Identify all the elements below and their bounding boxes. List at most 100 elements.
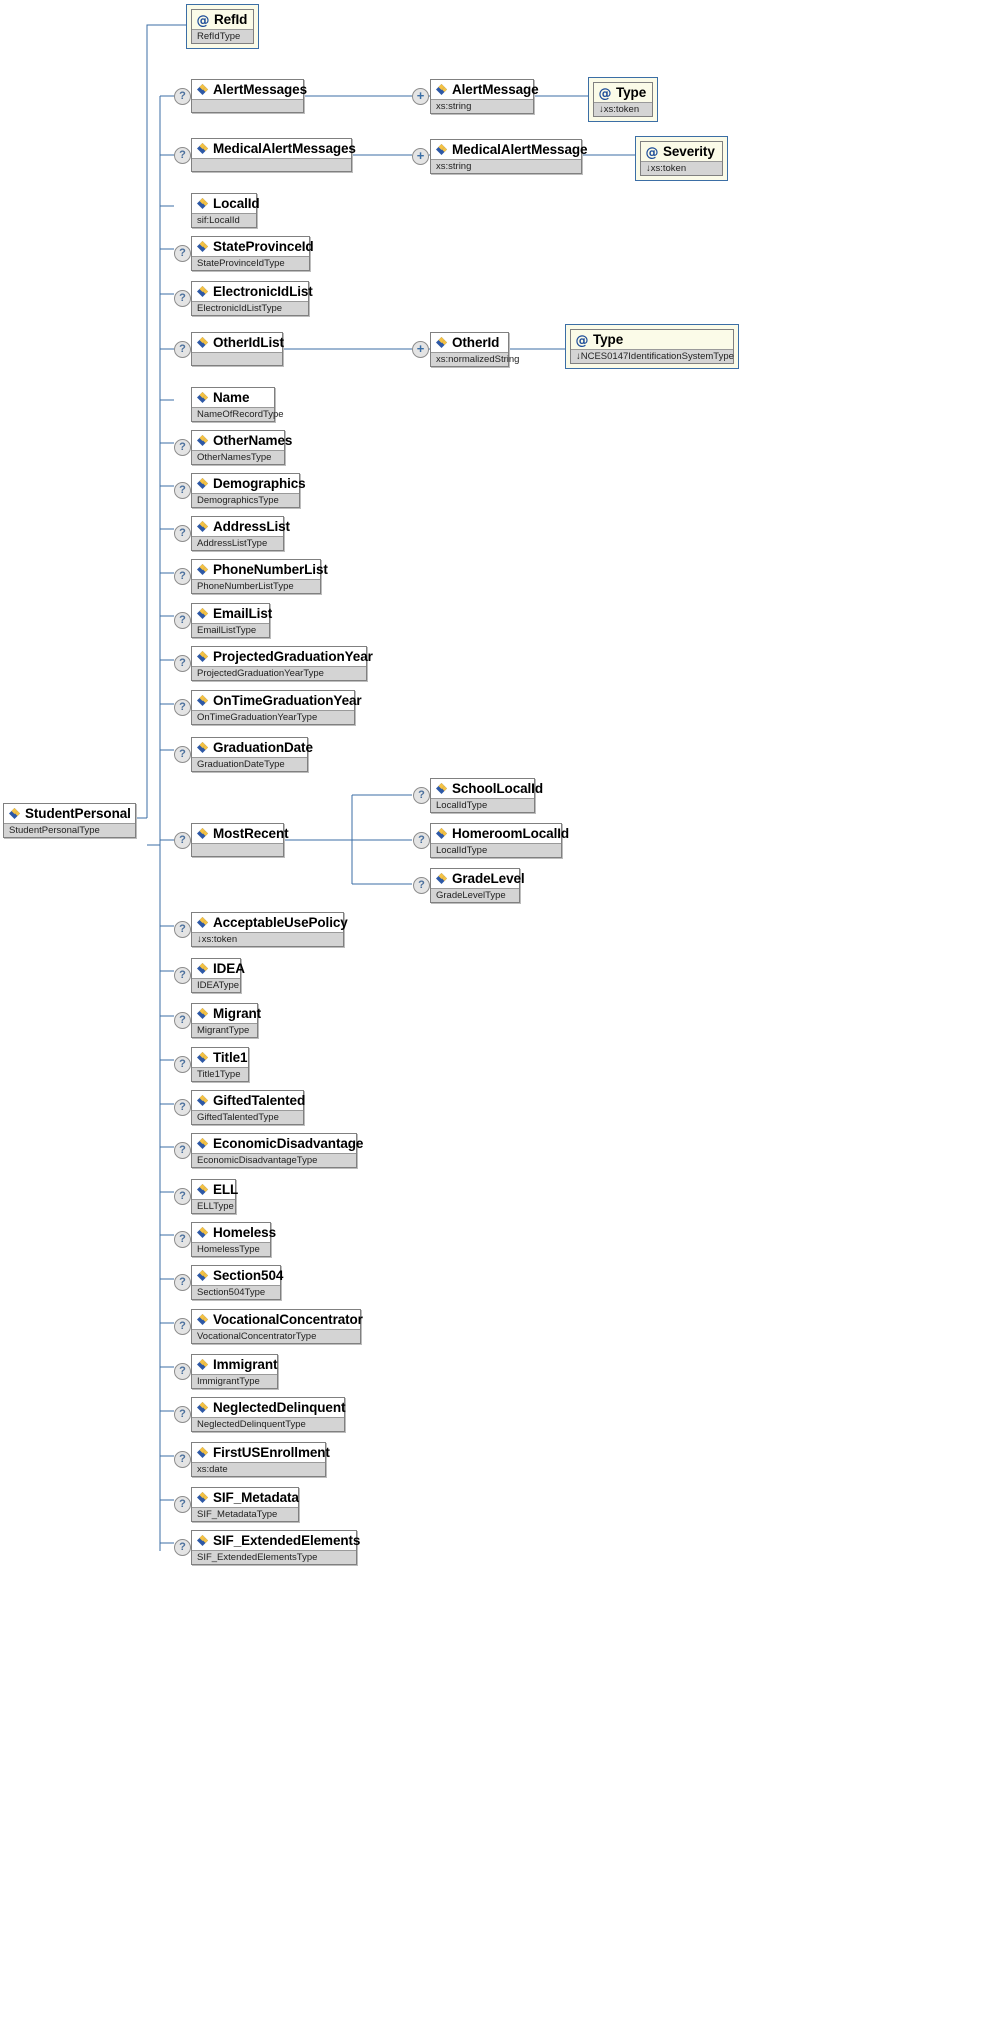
- node-name-alerttype: Type: [616, 85, 647, 100]
- optional-question-icon-sifmeta[interactable]: ?: [174, 1496, 191, 1513]
- optional-question-icon-homeroom[interactable]: ?: [413, 832, 430, 849]
- optional-question-icon-homeless[interactable]: ?: [174, 1231, 191, 1248]
- optional-question-icon-section504[interactable]: ?: [174, 1274, 191, 1291]
- optional-question-icon-neglected[interactable]: ?: [174, 1406, 191, 1423]
- node-name-severity: Severity: [663, 144, 715, 159]
- optional-question-icon-phonelist[interactable]: ?: [174, 568, 191, 585]
- schema-node-otheridlist[interactable]: OtherIdList: [191, 332, 284, 366]
- optional-question-icon-stateprov[interactable]: ?: [174, 245, 191, 262]
- optional-question-icon-vocational[interactable]: ?: [174, 1318, 191, 1335]
- optional-question-icon-electronic[interactable]: ?: [174, 290, 191, 307]
- element-icon: [435, 83, 448, 96]
- node-type-phonelist: PhoneNumberListType: [192, 579, 320, 593]
- optional-question-icon-othernames[interactable]: ?: [174, 439, 191, 456]
- optional-question-icon-idea[interactable]: ?: [174, 967, 191, 984]
- node-type-alerttype: ↓xs:token: [594, 102, 652, 116]
- schema-node-severity[interactable]: @Severity↓xs:token: [635, 136, 728, 181]
- optional-question-icon-mostrecent[interactable]: ?: [174, 832, 191, 849]
- optional-question-icon-addresslist[interactable]: ?: [174, 525, 191, 542]
- optional-question-icon-medalertmsgs[interactable]: ?: [174, 147, 191, 164]
- schema-node-otheridtype[interactable]: @Type↓NCES0147IdentificationSystemType: [565, 324, 739, 369]
- optional-question-icon-sifext[interactable]: ?: [174, 1539, 191, 1556]
- optional-question-icon-ell[interactable]: ?: [174, 1188, 191, 1205]
- optional-question-icon-econdis[interactable]: ?: [174, 1142, 191, 1159]
- element-icon: [196, 434, 209, 447]
- schema-node-mostrecent[interactable]: MostRecent: [191, 823, 289, 857]
- element-icon: [196, 694, 209, 707]
- expand-plus-icon-medalertmsg[interactable]: +: [412, 148, 429, 165]
- schema-node-aup[interactable]: AcceptableUsePolicy↓xs:token: [191, 912, 348, 947]
- optional-question-icon-otheridlist[interactable]: ?: [174, 341, 191, 358]
- optional-question-icon-projgrad[interactable]: ?: [174, 655, 191, 672]
- node-name-alertmessage: AlertMessage: [452, 82, 539, 97]
- optional-question-icon-graddate[interactable]: ?: [174, 746, 191, 763]
- node-name-refid: RefId: [214, 12, 248, 27]
- optional-question-icon-demographics[interactable]: ?: [174, 482, 191, 499]
- optional-question-icon-ontimegrad[interactable]: ?: [174, 699, 191, 716]
- node-type-medalertmsgs: [192, 158, 351, 171]
- expand-plus-icon-otherid[interactable]: +: [412, 341, 429, 358]
- optional-question-icon-migrant[interactable]: ?: [174, 1012, 191, 1029]
- node-name-gifted: GiftedTalented: [213, 1093, 306, 1108]
- node-type-demographics: DemographicsType: [192, 493, 299, 507]
- root-node-student-personal[interactable]: StudentPersonal StudentPersonalType: [3, 803, 136, 838]
- node-header-phonelist: PhoneNumberList: [192, 560, 328, 579]
- optional-question-icon-emaillist[interactable]: ?: [174, 612, 191, 629]
- schema-node-alertmessages[interactable]: AlertMessages: [191, 79, 307, 113]
- node-header-ell: ELL: [192, 1180, 238, 1199]
- schema-node-alerttype[interactable]: @Type↓xs:token: [588, 77, 658, 122]
- optional-question-icon-alertmessages[interactable]: ?: [174, 88, 191, 105]
- optional-question-icon-firstus[interactable]: ?: [174, 1451, 191, 1468]
- optional-question-icon-title1[interactable]: ?: [174, 1056, 191, 1073]
- node-header-firstus: FirstUSEnrollment: [192, 1443, 330, 1462]
- node-frame-alertmessages: AlertMessages: [191, 79, 307, 113]
- node-header-econdis: EconomicDisadvantage: [192, 1134, 363, 1153]
- optional-question-icon-gifted[interactable]: ?: [174, 1099, 191, 1116]
- optional-question-icon-gradelevel[interactable]: ?: [413, 877, 430, 894]
- optional-question-icon-aup[interactable]: ?: [174, 921, 191, 938]
- optional-question-icon-schoollocal[interactable]: ?: [413, 787, 430, 804]
- schema-node-medalertmsgs[interactable]: MedicalAlertMessages: [191, 138, 356, 172]
- optional-question-icon-immigrant[interactable]: ?: [174, 1363, 191, 1380]
- expand-plus-icon-alertmessage[interactable]: +: [412, 88, 429, 105]
- node-type-electronic: ElectronicIdListType: [192, 301, 308, 315]
